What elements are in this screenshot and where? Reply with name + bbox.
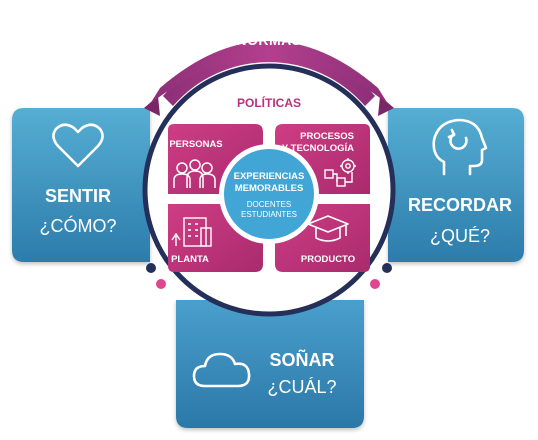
card-sonar-title: SOÑAR (269, 349, 334, 370)
center-line-1: EXPERIENCIAS (234, 171, 305, 182)
cloud-icon (192, 352, 251, 388)
heart-icon (52, 123, 104, 168)
ring-label: NORMAS (236, 32, 301, 48)
inner-title: POLÍTICAS (237, 95, 301, 110)
head-memory-icon (432, 118, 488, 176)
quadrant-planta-label: PLANTA (171, 254, 209, 265)
card-recordar-title: RECORDAR (408, 195, 512, 215)
card-sentir-question: ¿CÓMO? (39, 215, 116, 236)
connector-dots (146, 263, 392, 289)
quadrant-procesos-label-1: PROCESOS (300, 131, 354, 142)
card-sentir-title: SENTIR (45, 186, 111, 206)
card-sonar (176, 300, 364, 428)
process-gear-icon (324, 158, 356, 187)
quadrant-procesos-label-2: Y TECNOLOGÍA (282, 143, 354, 154)
quadrant-personas-label: PERSONAS (169, 139, 222, 150)
people-icon (173, 159, 216, 188)
center-sub-2: ESTUDIANTES (241, 210, 297, 219)
card-recordar (388, 108, 524, 262)
building-icon (171, 217, 212, 247)
center-line-2: MEMORABLES (235, 183, 304, 194)
card-recordar-question: ¿QUÉ? (430, 226, 490, 246)
graduation-cap-icon (307, 215, 349, 242)
center-sub-1: DOCENTES (247, 200, 291, 209)
quadrant-producto-label: PRODUCTO (301, 254, 355, 265)
card-sonar-question: ¿CUÁL? (267, 377, 336, 397)
card-sentir (12, 108, 150, 262)
center-circle (219, 144, 319, 244)
